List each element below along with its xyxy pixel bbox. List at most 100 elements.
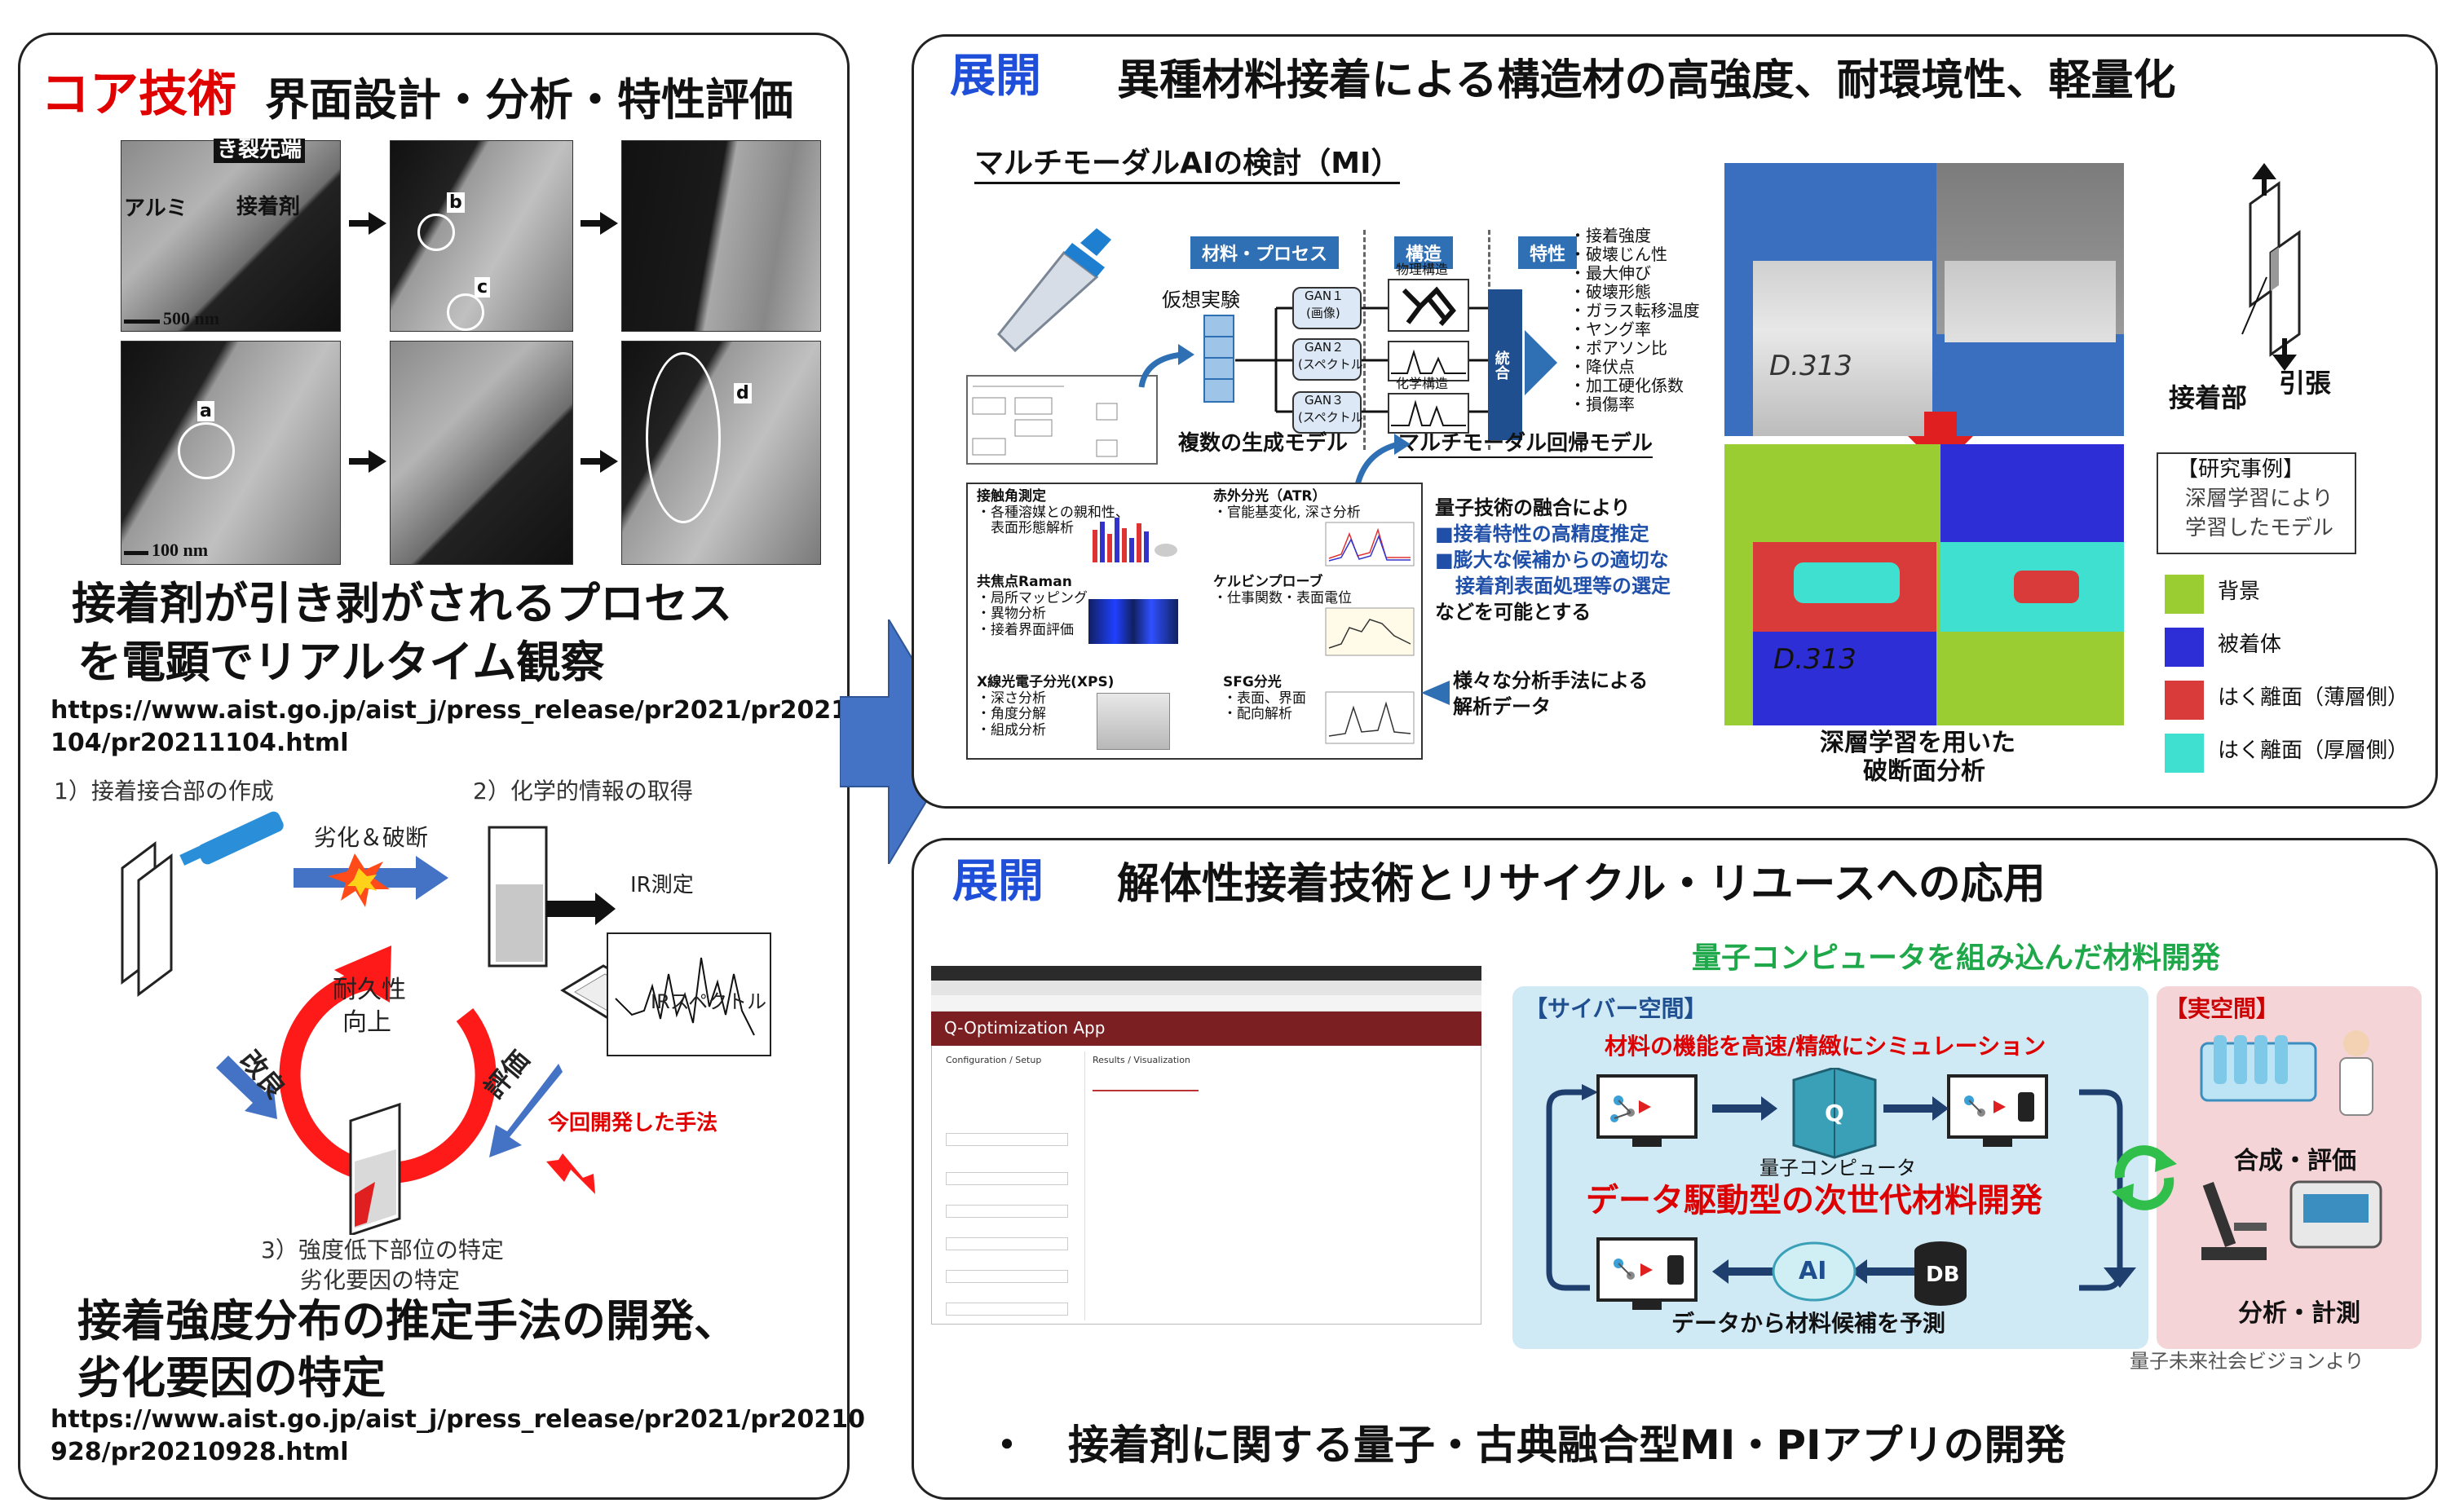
ir-spectrum-label: IRスペクトル <box>651 990 767 1013</box>
mark-circle-a <box>178 422 235 479</box>
app-select-2[interactable] <box>946 1237 1068 1250</box>
gan-2-node <box>1292 338 1362 381</box>
ir-measure-label: IR測定 <box>630 873 694 897</box>
spectrum-box-1 <box>1388 341 1469 381</box>
analysis-data-line-1: 様々な分析手法による <box>1453 669 1649 692</box>
app-url-bar[interactable] <box>931 995 1481 1012</box>
core-title: 界面設計・分析・特性評価 <box>265 74 793 126</box>
ai-label: AI <box>1799 1257 1827 1285</box>
quantum-item-2-line-2: 接着剤表面処理等の選定 <box>1455 575 1671 597</box>
material-process-badge: 材料・プロセス <box>1190 236 1340 269</box>
source-note: 量子未来社会ビジョンより <box>2130 1350 2364 1373</box>
material-factor-table <box>966 375 1158 465</box>
app-tab-bar <box>931 981 1481 995</box>
top-panel-title: 異種材料接着による構造材の高強度、耐環境性、軽量化 <box>1117 56 2176 105</box>
quantum-item-2-line-1: ■膨大な候補からの適切な <box>1435 549 1669 571</box>
curved-arrow-right <box>1354 434 1411 486</box>
property-item: ・破壊じん性 <box>1570 245 1667 264</box>
db-label: DB <box>1926 1263 1960 1287</box>
quantum-computer-label: 量子コンピュータ <box>1759 1157 1916 1179</box>
tem-image-3 <box>621 140 821 332</box>
legend-label-background: 背景 <box>2218 580 2261 604</box>
property-item: ・損傷率 <box>1570 395 1635 414</box>
app-select-1[interactable] <box>946 1205 1068 1218</box>
app-upload-field-1[interactable] <box>946 1133 1068 1146</box>
crack-tip-label: き裂先端 <box>214 138 306 163</box>
deep-learning-caption-line-1: 深層学習を用いた <box>1820 729 2016 757</box>
fracture-photo-left-plate <box>1753 261 1932 436</box>
cycle-diagram-graphics <box>121 811 771 1235</box>
quantum-item-1: ■接着特性の高精度推定 <box>1435 522 1649 545</box>
lab-illustrations <box>2200 1030 2382 1260</box>
tensile-specimen-diagram <box>2241 163 2301 371</box>
divider-1 <box>1363 230 1366 450</box>
analysis-data-line-2: 解析データ <box>1453 695 1551 718</box>
chemical-structure-label: 化学構造 <box>1396 376 1449 391</box>
tension-label: 引張 <box>2279 368 2332 399</box>
tem-image-5 <box>390 341 573 565</box>
new-method-label: 今回開発した手法 <box>548 1111 718 1135</box>
predict-label: データから材料候補を予測 <box>1671 1310 1946 1337</box>
segmentation-adherend-top <box>1940 444 2124 542</box>
legend-swatch-adherend <box>2165 628 2204 667</box>
app-results-tabs[interactable] <box>1093 1080 1199 1091</box>
qc-material-title: 量子コンピュータを組み込んだ材料開発 <box>1692 941 2221 975</box>
press-release-url-2-line-1[interactable]: https://www.aist.go.jp/aist_j/press_rele… <box>51 1405 866 1434</box>
quantum-fusion-title: 量子技術の融合により <box>1435 496 1631 519</box>
raman-map <box>1088 599 1178 644</box>
property-item: ・接着強度 <box>1570 226 1651 245</box>
qc-cycle-graphics <box>1546 1068 2136 1310</box>
analysis-sfg: SFG分光 ・表面、界面 ・配向解析 <box>1223 674 1306 723</box>
contact-angle-bars <box>1093 518 1177 562</box>
app-upload-field-2[interactable] <box>946 1172 1068 1185</box>
mark-a: a <box>197 401 214 422</box>
analysis-contact-angle: 接触角測定 ・各種溶媒との親和性、 表面形態解析 <box>977 488 1129 537</box>
property-item: ・降伏点 <box>1570 357 1635 377</box>
data-driven-label: データ駆動型の次世代材料開発 <box>1586 1182 2042 1219</box>
app-divider <box>1084 1051 1085 1320</box>
sfg-plot <box>1325 691 1415 744</box>
segmentation-peel-left-thick <box>1794 562 1900 603</box>
gan-3-line-2: (スペクトル <box>1298 410 1363 425</box>
input-vector-stack <box>1203 315 1234 403</box>
press-release-url-1-line-1[interactable]: https://www.aist.go.jp/aist_j/press_rele… <box>51 696 866 725</box>
simulate-label: 材料の機能を高速/精緻にシミュレーション <box>1605 1033 2046 1060</box>
app-title: Q-Optimization App <box>944 1018 1106 1038</box>
property-item: ・最大伸び <box>1570 263 1651 283</box>
press-release-url-1-line-2[interactable]: 104/pr20211104.html <box>51 729 349 757</box>
tem-image-1 <box>121 140 341 332</box>
property-item: ・ガラス転移温度 <box>1570 301 1700 320</box>
caption-2-line-1: 接着強度分布の推定手法の開発、 <box>77 1295 738 1347</box>
analysis-raman: 共焦点Raman ・局所マッピング ・異物分析 ・接着界面評価 <box>977 574 1088 638</box>
property-badge: 特性 <box>1518 236 1578 269</box>
integrate-label: 統合 <box>1492 350 1510 380</box>
legend-swatch-peel-thick <box>2165 734 2204 773</box>
property-item: ・破壊形態 <box>1570 282 1651 302</box>
spectrum-line-2 <box>1391 399 1466 426</box>
app-select-4[interactable] <box>946 1303 1068 1316</box>
spectrum-box-2 <box>1388 393 1469 434</box>
research-case-title: 【研究事例】 <box>2177 457 2305 482</box>
mark-b: b <box>447 192 465 214</box>
physical-structure-box <box>1388 279 1469 332</box>
scale-label-1: 500 nm <box>163 308 220 328</box>
center-label-line-2: 向上 <box>342 1008 391 1037</box>
property-item: ・加工硬化係数 <box>1570 376 1684 395</box>
gan-3-line-1: GAN３ <box>1305 393 1344 408</box>
research-case-box <box>2157 452 2356 554</box>
real-space-label: 【実空間】 <box>2165 995 2280 1022</box>
adhesive-part-label: 接着部 <box>2169 382 2248 413</box>
scale-bar-2 <box>124 551 148 555</box>
research-case-line-1: 深層学習により <box>2185 487 2333 511</box>
app-select-3[interactable] <box>946 1270 1068 1283</box>
structure-connectors <box>1362 306 1488 413</box>
app-config-title: Configuration / Setup <box>946 1055 1042 1065</box>
press-release-url-2-line-2: 928/pr20210928.html <box>51 1438 349 1466</box>
segmentation-adherend-bottom <box>1753 628 1936 725</box>
physical-structure-label: 物理構造 <box>1396 262 1449 277</box>
caption-1-line-1: 接着剤が引き剥がされるプロセス <box>72 578 732 629</box>
red-down-arrow <box>1908 412 1973 469</box>
legend-swatch-background <box>2165 575 2204 614</box>
segmentation-peel-right-thin <box>2014 571 2079 603</box>
bottom-bullet: ・ 接着剤に関する量子・古典融合型MI・PIアプリの開発 <box>987 1422 2066 1469</box>
